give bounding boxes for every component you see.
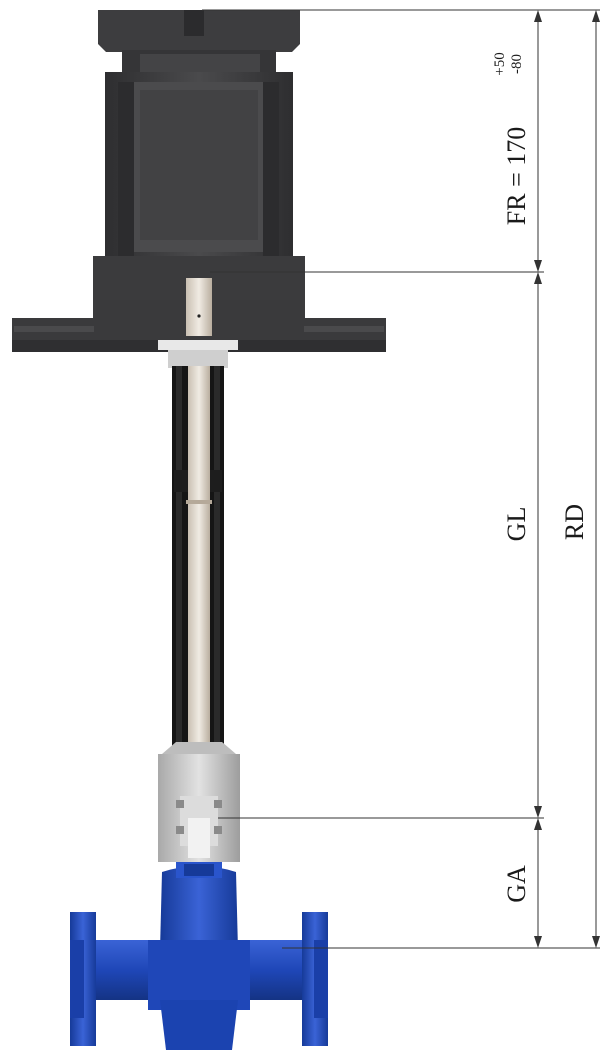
dimension-labels: FR = 170 +50 -80 GL RD GA <box>492 52 589 903</box>
surface-box <box>12 10 386 368</box>
gl-label: GL <box>502 507 531 542</box>
arrow-fr-top <box>534 10 542 22</box>
arrow-rd-top <box>592 10 600 22</box>
fr-label: FR = 170 <box>502 127 531 225</box>
arrow-rd-bottom <box>592 936 600 948</box>
fr-tolerance-lower: -80 <box>509 54 525 74</box>
collar <box>158 340 238 350</box>
fr-tolerance-upper: +50 <box>492 52 508 75</box>
dimension-arrows <box>534 10 600 948</box>
spindle-rod <box>188 366 210 816</box>
bonnet-cover <box>158 742 240 862</box>
arrow-fr-bottom <box>534 260 542 272</box>
valve-bonnet <box>160 866 238 950</box>
gate-valve <box>70 862 328 1050</box>
rd-label: RD <box>560 504 589 540</box>
ga-label: GA <box>502 865 531 903</box>
arrow-gl-top <box>534 272 542 284</box>
extension-tube <box>172 366 224 816</box>
arrow-ga-top <box>534 818 542 830</box>
arrow-ga-bottom <box>534 936 542 948</box>
lid-handle <box>184 10 204 36</box>
dimension-lines <box>202 9 600 949</box>
arrow-gl-bottom <box>534 806 542 818</box>
spindle-head <box>186 278 212 336</box>
